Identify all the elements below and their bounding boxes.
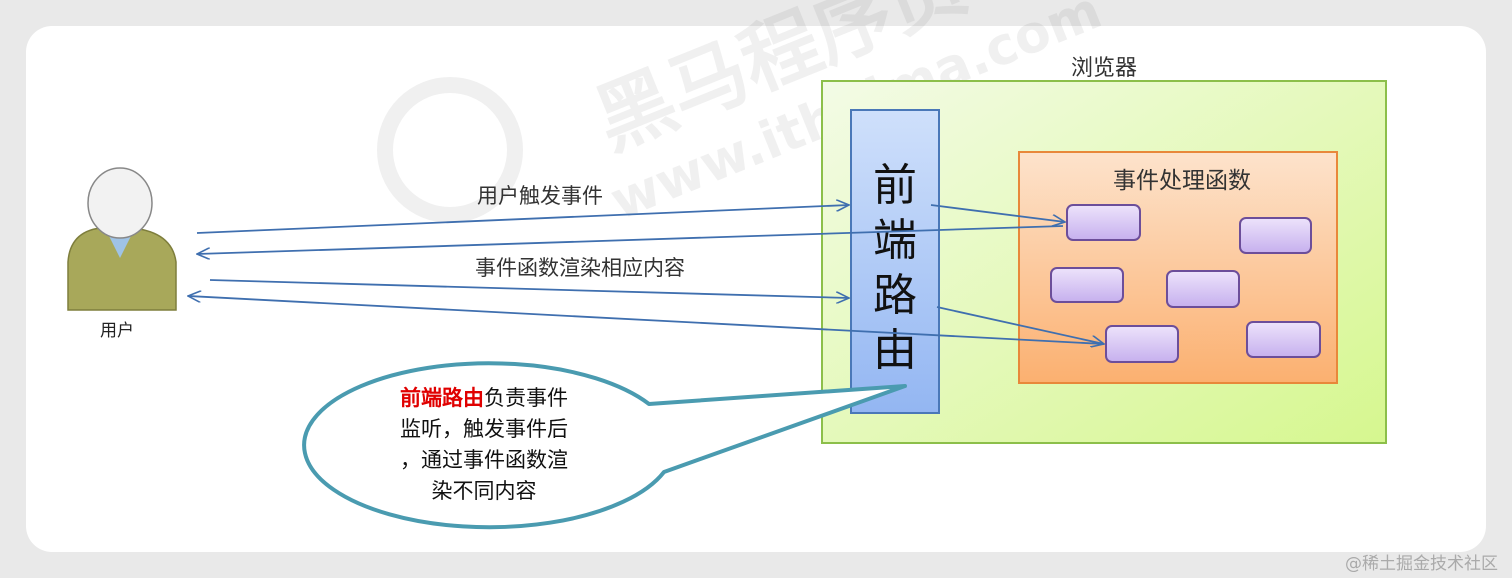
callout-highlight: 前端路由	[400, 386, 484, 410]
router-to-handler-arrow	[930, 204, 1065, 222]
svg-text:路: 路	[873, 270, 917, 321]
trigger-event-arrow-2	[209, 279, 849, 298]
trigger-event-arrow	[196, 205, 849, 234]
footer-watermark: @稀土掘金技术社区	[1345, 554, 1498, 574]
event-handlers-label: 事件处理函数	[1113, 168, 1251, 194]
handler-function-box	[1239, 217, 1312, 254]
trigger-event-label: 用户触发事件	[477, 184, 603, 208]
router-to-handler-arrow-2	[936, 306, 1104, 344]
svg-text:，通过事件函数渲: ，通过事件函数渲	[400, 448, 568, 472]
handler-function-box	[1066, 204, 1141, 241]
handler-function-box	[1166, 270, 1240, 308]
svg-text:前端路由负责事件: 前端路由负责事件	[400, 386, 568, 410]
handler-function-box	[1246, 321, 1321, 358]
svg-text:染不同内容: 染不同内容	[432, 479, 537, 503]
render-to-user-arrow-2	[188, 296, 1105, 345]
user-label: 用户	[100, 321, 134, 341]
callout-text: 前端路由负责事件 监听，触发事件后 ，通过事件函数渲 染不同内容	[400, 386, 568, 503]
handler-function-box	[1105, 325, 1179, 363]
svg-text:前: 前	[873, 160, 917, 211]
svg-text:端: 端	[873, 215, 917, 266]
frontend-router-box	[850, 109, 940, 414]
user-icon	[67, 167, 177, 311]
handler-function-box	[1050, 267, 1124, 303]
callout-bubble	[302, 361, 907, 530]
render-content-label: 事件函数渲染相应内容	[475, 256, 685, 280]
svg-text:监听，触发事件后: 监听，触发事件后	[400, 417, 568, 441]
browser-label: 浏览器	[1071, 56, 1137, 81]
render-to-user-arrow	[197, 225, 1064, 254]
